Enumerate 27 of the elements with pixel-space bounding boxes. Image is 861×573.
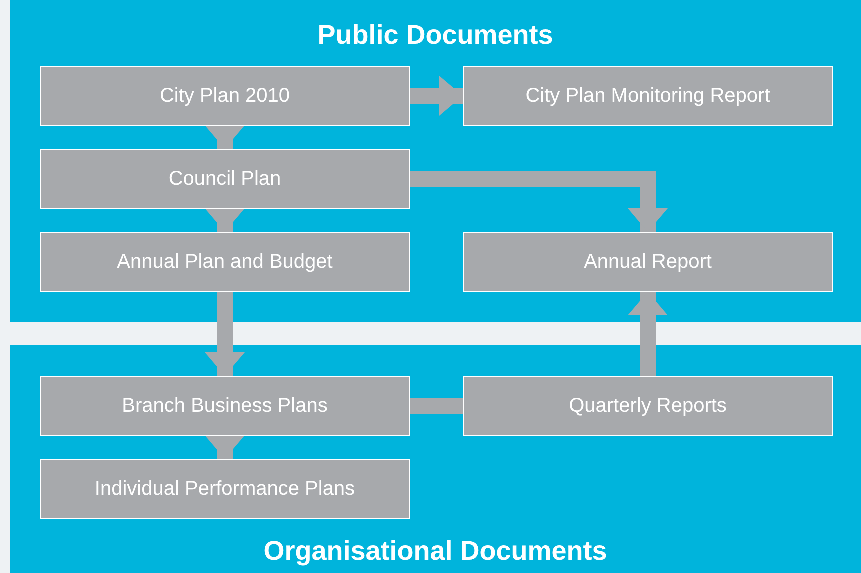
arrow	[410, 76, 463, 116]
arrow	[205, 292, 245, 376]
box-label: City Plan 2010	[160, 84, 290, 108]
section-band	[10, 0, 861, 322]
box-label: Branch Business Plans	[122, 394, 328, 418]
box-label: City Plan Monitoring Report	[526, 84, 770, 108]
arrow	[205, 125, 245, 149]
section-band	[10, 345, 861, 573]
document-box	[40, 66, 410, 126]
document-box	[40, 459, 410, 519]
section-heading: Organisational Documents	[262, 536, 608, 567]
connector-line	[410, 398, 463, 414]
box-label: Council Plan	[168, 168, 282, 190]
box-label: Annual Plan and Budget	[117, 250, 333, 274]
arrow	[628, 292, 668, 376]
document-box	[40, 376, 410, 436]
document-box	[463, 232, 833, 292]
arrow	[410, 171, 668, 232]
document-box	[463, 376, 833, 436]
box-label: Quarterly Reports	[569, 394, 727, 418]
section-heading: Public Documents	[316, 20, 554, 51]
document-box	[40, 232, 410, 292]
arrow	[205, 208, 245, 232]
box-label: Individual Performance Plans	[94, 478, 356, 500]
box-label: Annual Report	[584, 250, 712, 274]
document-box	[40, 149, 410, 209]
document-box	[463, 66, 833, 126]
